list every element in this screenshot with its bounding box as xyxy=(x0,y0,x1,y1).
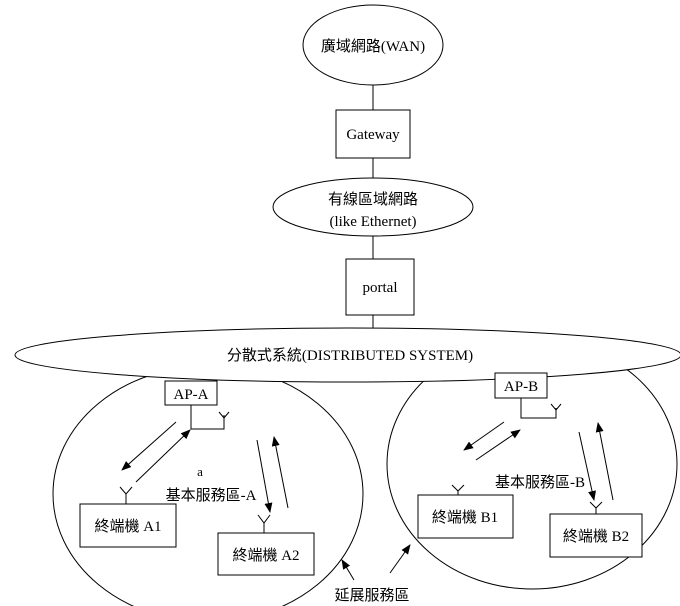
wan-label: 廣域網路(WAN) xyxy=(321,38,425,55)
ap-b-antenna-icon xyxy=(520,398,562,419)
bss-b-label: 基本服務區-B xyxy=(495,474,585,491)
ess-label: 延展服務區 xyxy=(334,587,409,604)
arrow-ap-a-to-a1 xyxy=(121,421,177,471)
gateway-node xyxy=(335,109,411,159)
arrow-b1-to-ap-b xyxy=(475,429,521,461)
ds-node xyxy=(14,327,680,383)
lan-node xyxy=(272,177,474,237)
gateway-label: Gateway xyxy=(346,127,400,143)
portal-node xyxy=(345,258,415,316)
station-a1-antenna-icon xyxy=(119,486,133,504)
ap-b-node xyxy=(494,372,548,399)
station-a2-antenna-icon xyxy=(257,514,271,533)
station-b1-antenna-icon xyxy=(451,484,465,495)
station-b1-label: 終端機 B1 xyxy=(432,509,498,526)
station-b1-node xyxy=(417,494,514,539)
arrow-ap-b-to-b2 xyxy=(578,431,596,501)
ap-a-label: AP-A xyxy=(173,387,208,403)
wan-node xyxy=(302,4,444,86)
ap-a-node xyxy=(164,380,218,406)
arrow-a2-to-ap-a xyxy=(271,436,289,509)
ds-label: 分散式系統(DISTRIBUTED SYSTEM) xyxy=(227,347,473,364)
arrow-a1-to-ap-a xyxy=(135,429,191,483)
arrow-ap-b-to-b1 xyxy=(463,421,505,451)
station-a2-label: 終端機 A2 xyxy=(232,547,299,564)
ap-a-antenna-icon xyxy=(190,405,230,430)
bss-a-marker: a xyxy=(197,464,203,479)
arrow-b2-to-ap-b xyxy=(595,422,614,501)
portal-label: portal xyxy=(363,280,398,296)
station-a1-label: 終端機 A1 xyxy=(94,518,161,535)
arrow-ap-a-to-a2 xyxy=(256,439,273,513)
lan-label-line1: 有線區域網路 xyxy=(328,191,418,208)
arrow-ess-to-bss-a xyxy=(341,559,355,581)
station-b2-node xyxy=(549,513,643,558)
station-a2-node xyxy=(217,532,315,576)
arrow-ess-to-bss-b xyxy=(389,544,411,574)
ap-b-label: AP-B xyxy=(504,379,538,395)
lan-label-line2: (like Ethernet) xyxy=(329,214,416,230)
station-a1-node xyxy=(79,503,177,548)
bss-a-label: 基本服務區-A xyxy=(166,487,257,504)
station-b2-antenna-icon xyxy=(589,501,603,514)
station-b2-label: 終端機 B2 xyxy=(563,528,629,545)
